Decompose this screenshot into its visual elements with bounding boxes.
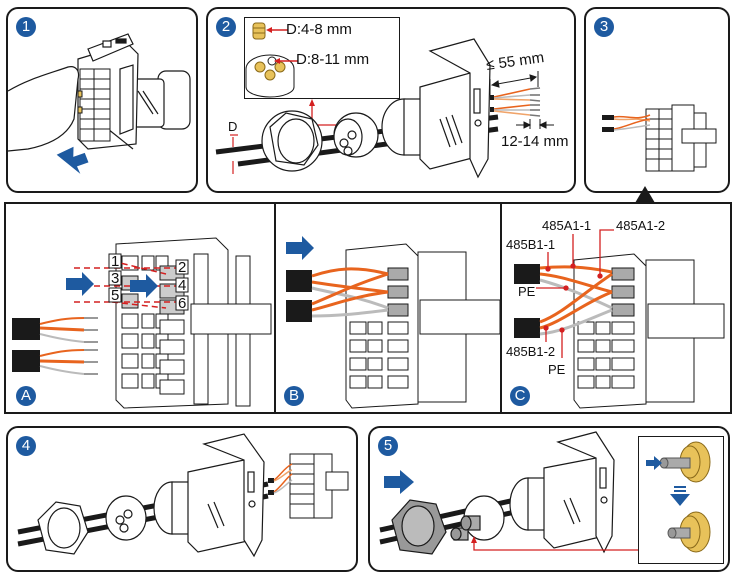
- strip-length-dimension: [489, 71, 539, 95]
- seal-ring: [105, 495, 147, 541]
- wire-label-485a1-1: 485A1-1: [542, 218, 592, 233]
- step-badge-2: 2: [216, 17, 236, 37]
- cable-diameter-marker: [230, 134, 238, 174]
- step-2-illustration: [215, 22, 554, 179]
- gland-nut: [37, 501, 89, 555]
- hand: [7, 66, 80, 152]
- substep-divider-2: [500, 202, 502, 414]
- terminal-number-6: 6: [178, 295, 187, 312]
- terminal-block: [345, 243, 501, 409]
- substep-b-illustration: [286, 236, 501, 409]
- seal-disc-icon: [245, 54, 298, 98]
- substep-a: 1 3 5 2 4 6 A: [6, 204, 274, 412]
- inset-leader-line: [311, 102, 340, 126]
- step-badge-3: 3: [594, 17, 614, 37]
- push-arrow-icon: [130, 274, 158, 298]
- wire-callout-lines: [536, 229, 614, 358]
- step-3-panel: 3: [584, 7, 730, 193]
- insulation-strip-dimension: [516, 119, 554, 129]
- step-badge-1: 1: [16, 17, 36, 37]
- connector-housing: [509, 431, 615, 554]
- insert-arrow-icon: [286, 236, 314, 260]
- substep-c-illustration: [514, 229, 725, 409]
- seal-disc-after: [667, 511, 711, 553]
- terminal-number-3: 3: [111, 270, 120, 287]
- terminal-number-4: 4: [178, 277, 187, 294]
- gland-nut-tightened: [391, 499, 447, 555]
- tighten-arrow-icon: [384, 470, 414, 494]
- step-4-illustration: [17, 433, 349, 558]
- substep-badge-a: A: [16, 386, 36, 406]
- seal-disc-before: [659, 441, 711, 483]
- insert-arrow-icon: [66, 272, 94, 296]
- stripped-wires: [490, 87, 541, 117]
- pull-arrow-icon: [56, 146, 89, 174]
- terminal-block: [115, 237, 272, 409]
- terminal-number-1: 1: [111, 253, 120, 270]
- step-5-illustration: [379, 431, 711, 555]
- insulation-strip-label: 12-14 mm: [501, 133, 569, 150]
- gland-nut: [261, 110, 323, 172]
- step-badge-4: 4: [16, 436, 36, 456]
- substep-b: B: [276, 204, 501, 412]
- terminal-block: [573, 253, 725, 409]
- large-hole-diameter-label: D:8-11 mm: [296, 51, 370, 68]
- connector-housing: [381, 38, 491, 179]
- wire-label-485a1-2: 485A1-2: [616, 218, 666, 233]
- connector-housing: [153, 433, 265, 558]
- wire-label-485b1-1: 485B1-1: [506, 237, 556, 252]
- seal-ring: [333, 112, 379, 158]
- step-5-panel: 5: [368, 426, 730, 572]
- substep-badge-b: B: [284, 386, 304, 406]
- wires-small: [602, 114, 651, 132]
- plug-leader-line: [473, 540, 638, 551]
- wire-label-pe-2: PE: [548, 362, 566, 377]
- small-hole-plug-icon: [252, 22, 288, 40]
- substep-badge-c: C: [510, 386, 530, 406]
- insert-plug-arrow-icon: [646, 456, 662, 470]
- small-hole-diameter-label: D:4-8 mm: [286, 21, 352, 38]
- step-2-panel: 2: [206, 7, 576, 193]
- terminal-block: [77, 68, 111, 142]
- wire-label-pe-1: PE: [518, 284, 536, 299]
- substep-divider-1: [274, 202, 276, 414]
- plug-insert-detail: [638, 436, 724, 564]
- inserted-wires: [311, 267, 389, 318]
- step-4-panel: 4: [6, 426, 358, 572]
- step-1-illustration: [7, 33, 191, 174]
- terminal-block-small: [645, 104, 717, 172]
- terminal-number-boxes: [108, 253, 189, 311]
- substep-c: 485A1-1 485A1-2 485B1-1 PE 485B1-2 PE C: [502, 204, 730, 412]
- seal-with-plugs: [450, 495, 505, 541]
- cable-diameter-label: D: [228, 119, 238, 134]
- terminal-block: [289, 453, 349, 519]
- step-1-panel: 1: [6, 7, 198, 193]
- wires: [268, 463, 293, 495]
- terminal-number-2: 2: [178, 259, 187, 276]
- alignment-dashes: [74, 260, 178, 309]
- wire-label-485b1-2: 485B1-2: [506, 344, 556, 359]
- terminal-number-5: 5: [111, 287, 120, 304]
- seal-insert-detail: [244, 17, 400, 99]
- move-down-arrow-icon: [670, 486, 690, 506]
- terminal-grid: [121, 255, 185, 395]
- step-badge-5: 5: [378, 436, 398, 456]
- step-3-illustration: [602, 104, 717, 172]
- substep-a-illustration: [12, 237, 272, 409]
- prepared-cables: [12, 317, 98, 375]
